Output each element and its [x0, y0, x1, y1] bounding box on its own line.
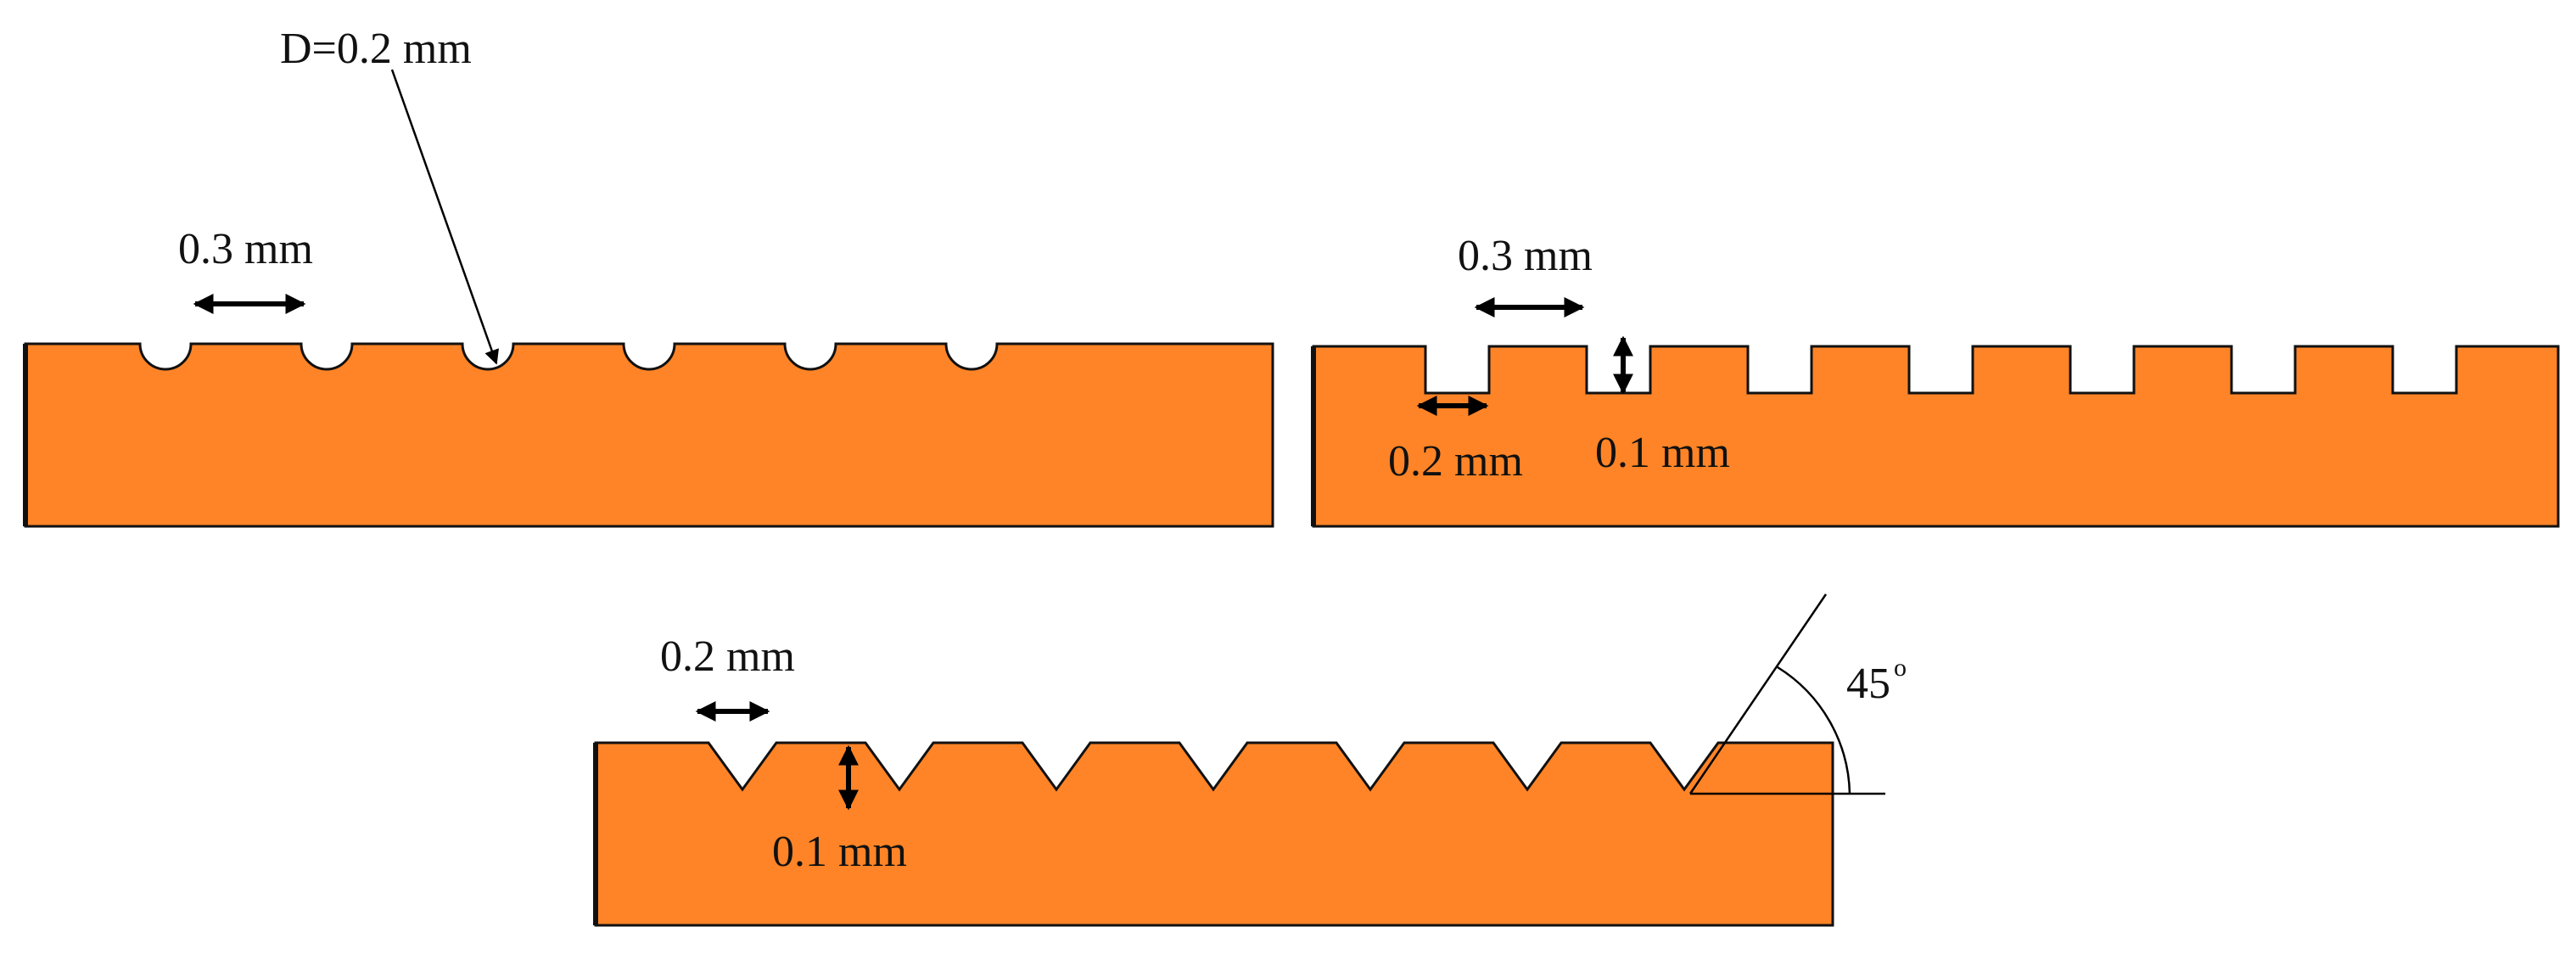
pitch-label: 0.3 mm: [1458, 232, 1593, 280]
panel-semicircular-grooves: 0.3 mm D=0.2 mm: [23, 25, 1274, 528]
diameter-label: D=0.2 mm: [280, 25, 472, 73]
triangular-groove-body: [594, 741, 1834, 927]
panel-triangular-grooves: 0.2 mm 0.1 mm 45 o: [593, 593, 1907, 927]
angle-unit-label: o: [1894, 654, 1907, 682]
diameter-leader-line: [390, 69, 499, 365]
angle-arc: [1777, 666, 1851, 795]
semicircular-groove-body: [24, 342, 1274, 528]
depth-label: 0.1 mm: [1595, 429, 1730, 477]
panel-rectangular-grooves: 0.3 mm 0.2 mm 0.1 mm: [1311, 232, 2560, 528]
depth-label: 0.1 mm: [772, 828, 907, 876]
rectangular-groove-body: [1312, 345, 2560, 528]
width-label: 0.2 mm: [1388, 437, 1523, 486]
pitch-label: 0.3 mm: [178, 225, 313, 273]
width-label: 0.2 mm: [660, 632, 795, 681]
angle-label: 45: [1846, 660, 1890, 708]
angle-reference-inclined: [1688, 593, 1828, 795]
